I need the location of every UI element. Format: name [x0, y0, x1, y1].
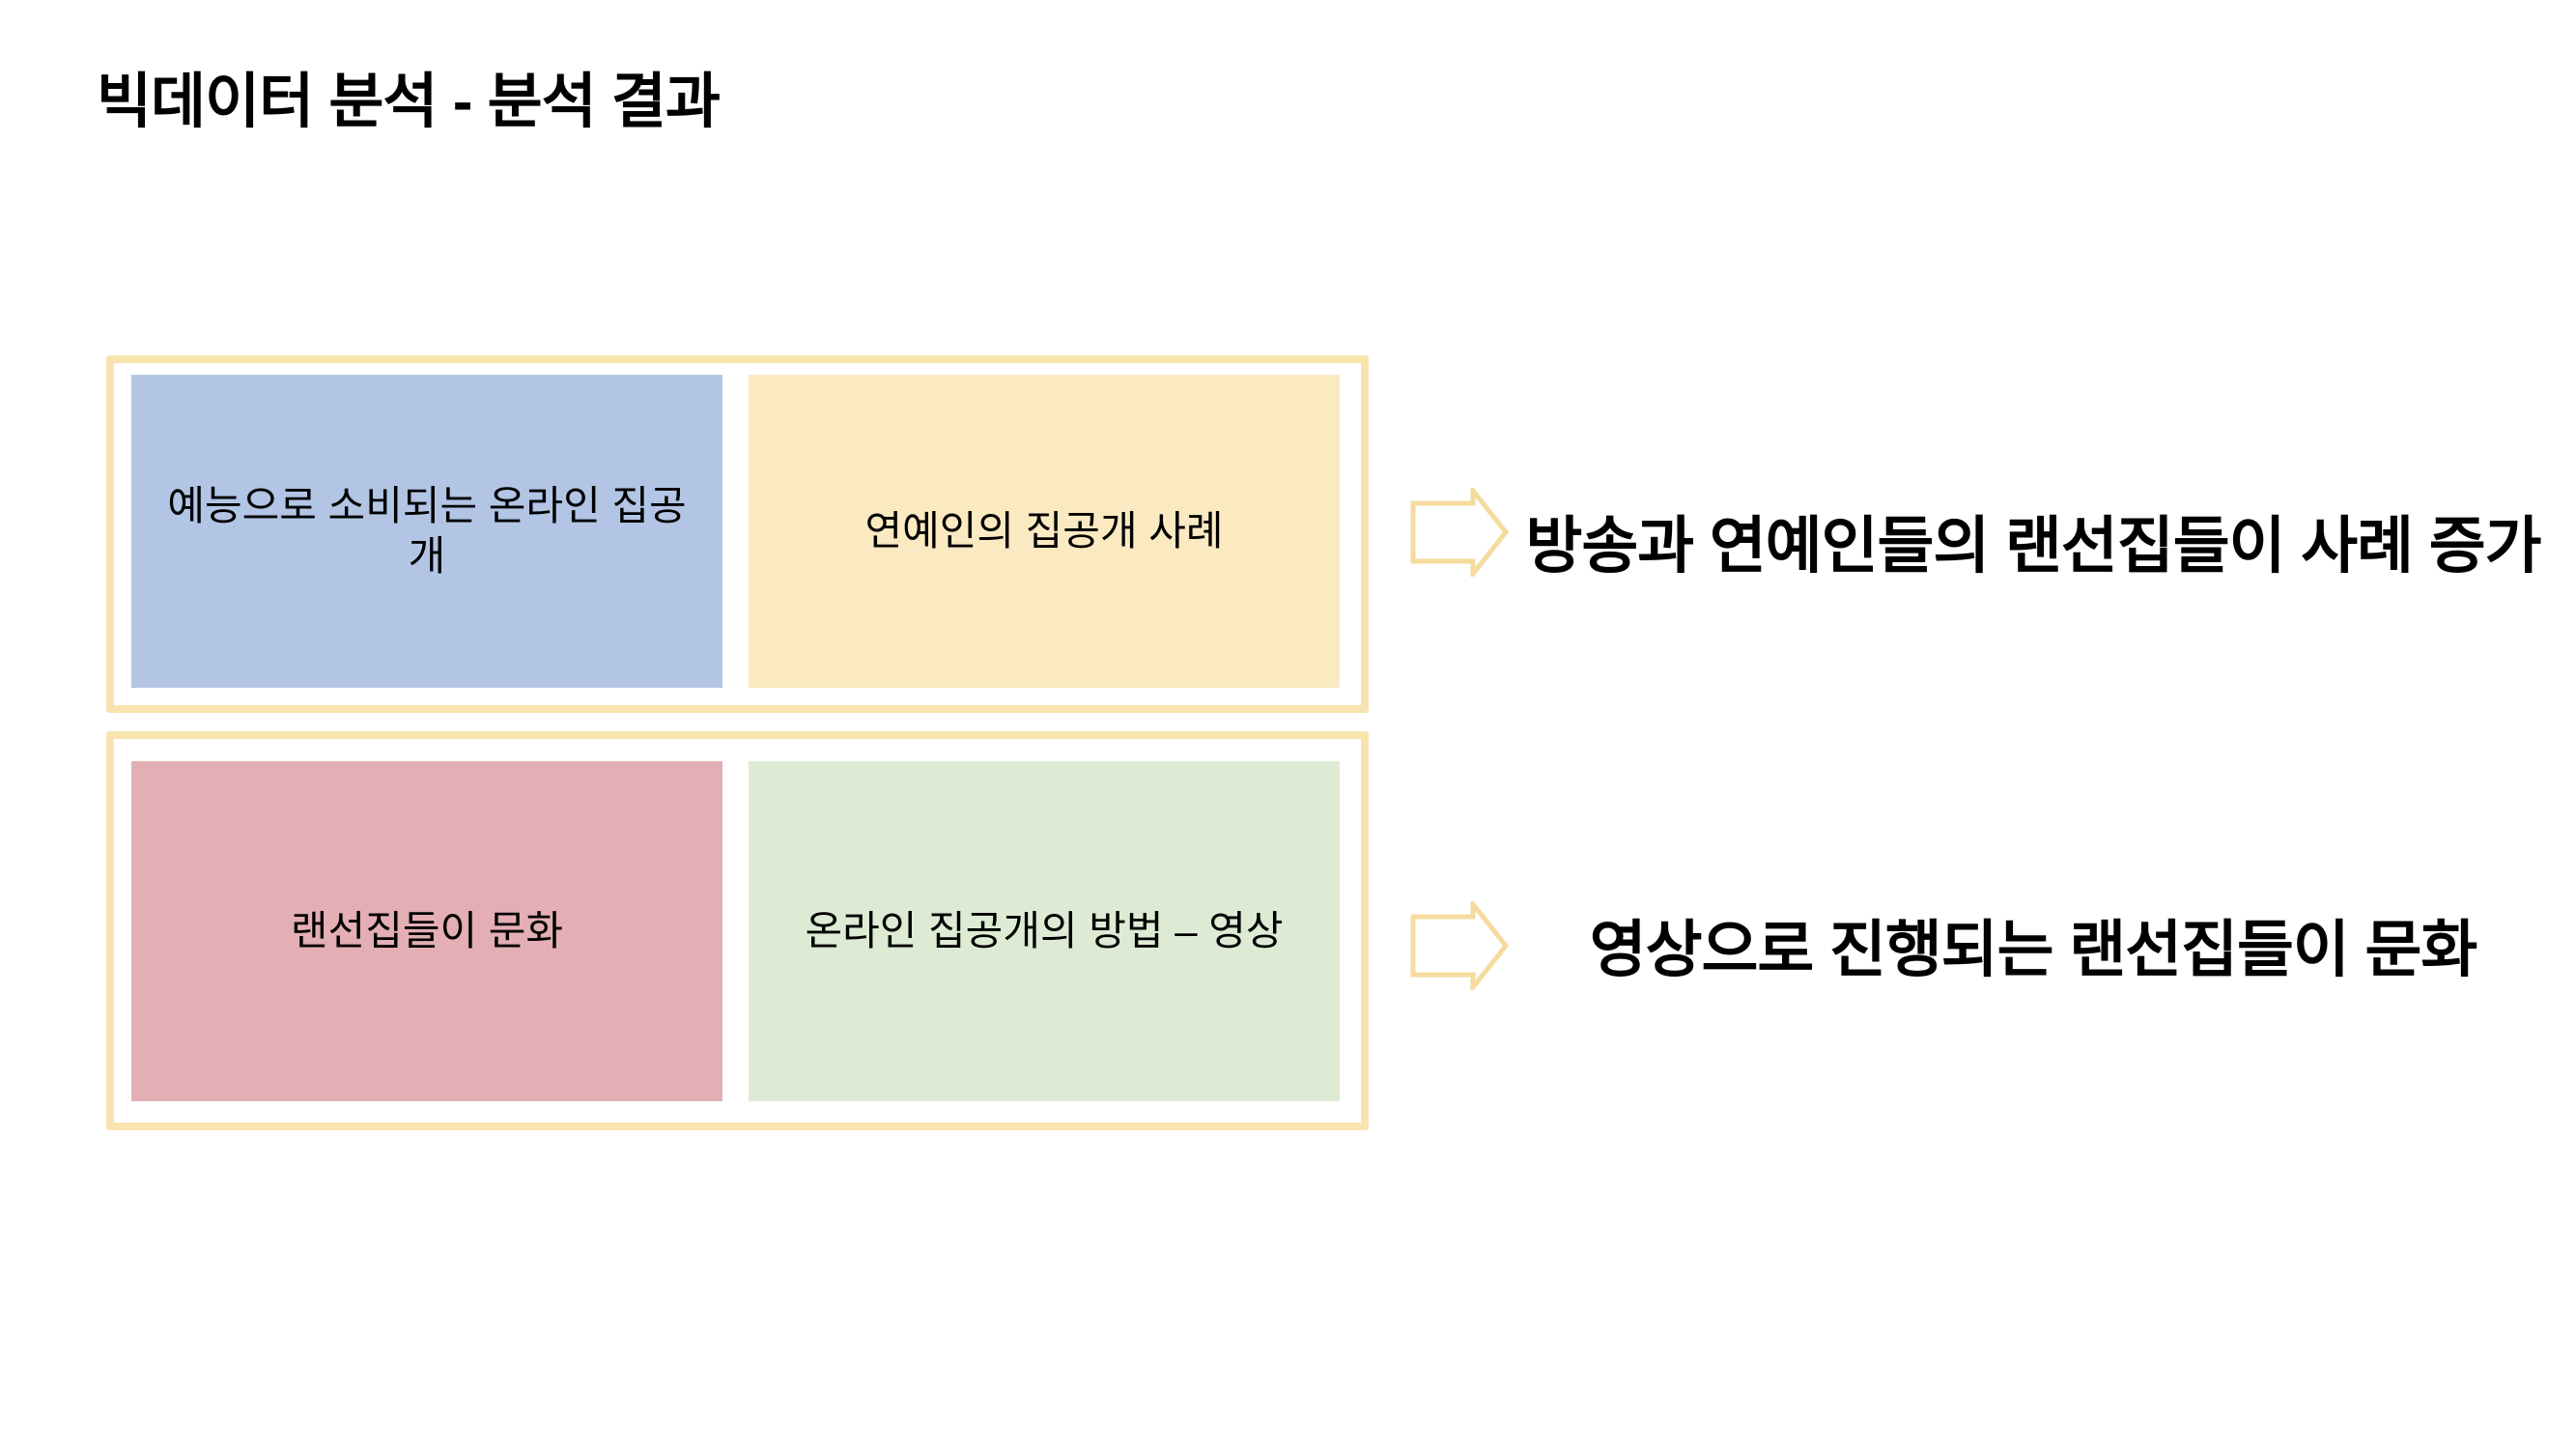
- page-title: 빅데이터 분석 - 분석 결과: [97, 69, 721, 135]
- topic-box-label: 예능으로 소비되는 온라인 집공개: [167, 482, 687, 580]
- topic-box-label: 온라인 집공개의 방법 – 영상: [805, 907, 1284, 953]
- analysis-group-1: 예능으로 소비되는 온라인 집공개 연예인의 집공개 사례: [106, 355, 1369, 713]
- topic-box-label: 랜선집들이 문화: [290, 907, 564, 953]
- right-arrow-icon: [1410, 901, 1509, 990]
- topic-box-label: 연예인의 집공개 사례: [864, 507, 1224, 554]
- result-text-2: 영상으로 진행되는 랜선집들이 문화: [1589, 915, 2478, 984]
- topic-box-online-method-video: 온라인 집공개의 방법 – 영상: [749, 761, 1340, 1101]
- topic-box-celebrity-cases: 연예인의 집공개 사례: [749, 375, 1340, 688]
- analysis-group-2: 랜선집들이 문화 온라인 집공개의 방법 – 영상: [106, 731, 1369, 1130]
- right-arrow-icon: [1410, 488, 1509, 577]
- topic-box-lan-housewarming-culture: 랜선집들이 문화: [131, 761, 722, 1101]
- result-text-1: 방송과 연예인들의 랜선집들이 사례 증가: [1525, 511, 2541, 581]
- topic-box-online-house-tour: 예능으로 소비되는 온라인 집공개: [131, 375, 722, 688]
